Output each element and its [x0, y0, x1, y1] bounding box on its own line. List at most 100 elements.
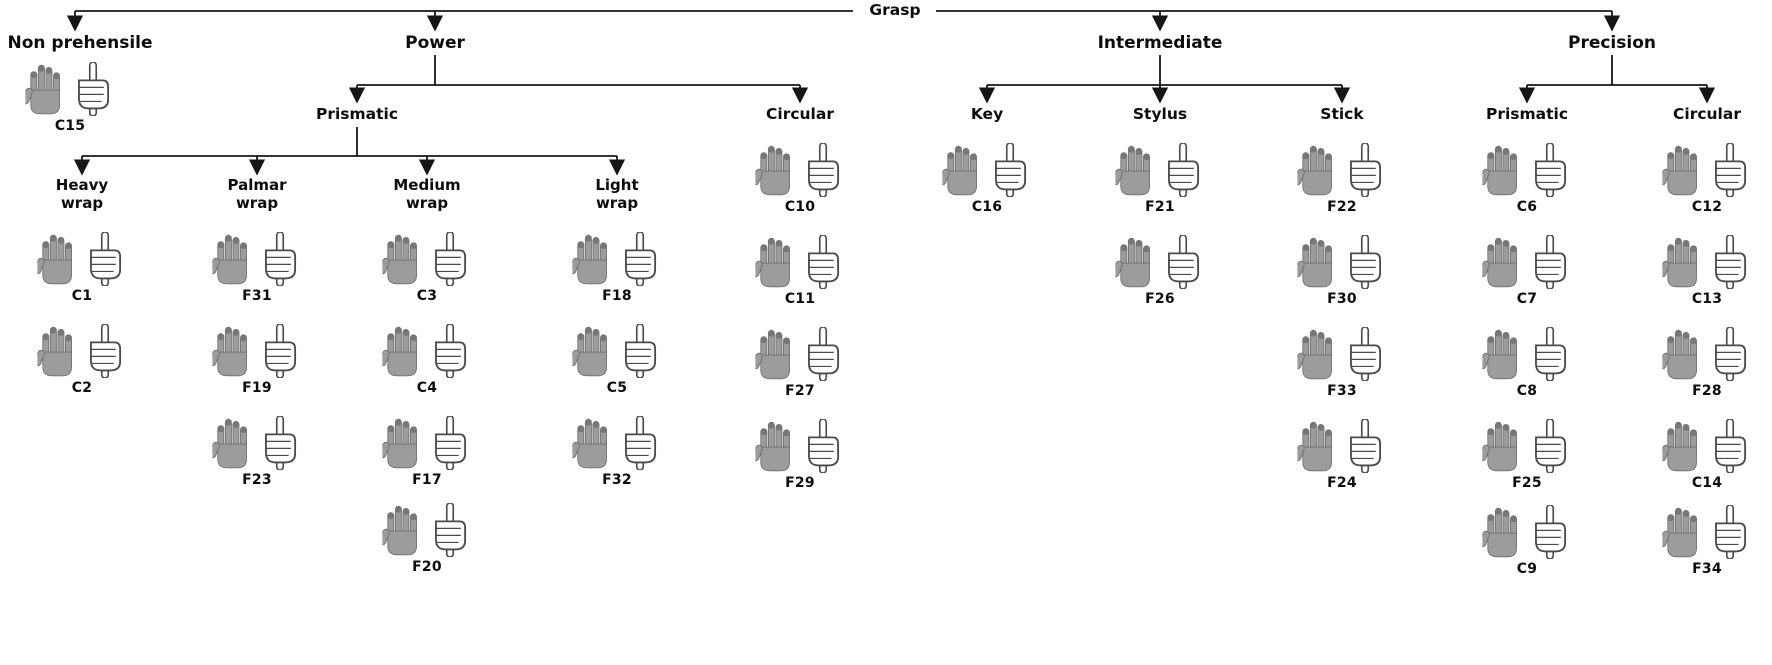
- hand-pair: [18, 62, 122, 116]
- shaded-hand-icon: [572, 416, 616, 470]
- grasping-hand-icon: [618, 416, 662, 470]
- grasp-code-label: C1: [71, 288, 93, 304]
- grasp-item: C9: [1475, 505, 1579, 577]
- grasp-item: C4: [375, 324, 479, 396]
- grasp-code-label: F26: [1145, 291, 1175, 307]
- hand-pair: [748, 235, 852, 289]
- shaded-hand-icon: [1482, 505, 1526, 559]
- hand-pair: [1475, 235, 1579, 289]
- grasp-item: C12: [1655, 143, 1759, 215]
- grasp-code-label: C14: [1691, 475, 1723, 491]
- grasp-item: F19: [205, 324, 309, 396]
- grasp-item: C5: [565, 324, 669, 396]
- grasp-item: C1: [30, 232, 134, 304]
- grasp-item: C14: [1655, 419, 1759, 491]
- subbranch-label-precision-circular: Circular: [1673, 105, 1741, 123]
- shaded-hand-icon: [572, 324, 616, 378]
- hand-pair: [205, 416, 309, 470]
- grasping-hand-icon: [1528, 505, 1572, 559]
- grasp-item: F17: [375, 416, 479, 488]
- grasp-code-label: C8: [1516, 383, 1538, 399]
- branch-label-non-prehensile: Non prehensile: [7, 33, 153, 53]
- grasp-code-label: F34: [1692, 561, 1722, 577]
- grasp-code-label: C7: [1516, 291, 1538, 307]
- grasp-code-label: F32: [602, 472, 632, 488]
- grasping-hand-icon: [1708, 419, 1752, 473]
- shaded-hand-icon: [382, 503, 426, 557]
- grasp-code-label: F18: [602, 288, 632, 304]
- hand-pair: [1475, 327, 1579, 381]
- grasping-hand-icon: [1528, 327, 1572, 381]
- shaded-hand-icon: [1297, 143, 1341, 197]
- shaded-hand-icon: [1482, 143, 1526, 197]
- grasping-hand-icon: [428, 324, 472, 378]
- grasp-item: C7: [1475, 235, 1579, 307]
- shaded-hand-icon: [212, 416, 256, 470]
- grasping-hand-icon: [1343, 327, 1387, 381]
- grasp-item: F26: [1108, 235, 1212, 307]
- grasp-code-label: C5: [606, 380, 628, 396]
- shaded-hand-icon: [1297, 419, 1341, 473]
- hand-pair: [1655, 505, 1759, 559]
- hand-pair: [375, 416, 479, 470]
- grasping-hand-icon: [801, 327, 845, 381]
- grasp-code-label: C15: [54, 118, 86, 134]
- hand-pair: [1290, 235, 1394, 289]
- hand-pair: [30, 324, 134, 378]
- shaded-hand-icon: [1482, 235, 1526, 289]
- subbranch-label-stick: Stick: [1320, 105, 1364, 123]
- shaded-hand-icon: [755, 143, 799, 197]
- hand-pair: [1655, 235, 1759, 289]
- hand-pair: [935, 143, 1039, 197]
- grasping-hand-icon: [1161, 235, 1205, 289]
- grasp-code-label: F29: [785, 475, 815, 491]
- grasp-item: F29: [748, 419, 852, 491]
- shaded-hand-icon: [212, 232, 256, 286]
- branch-label-power: Power: [405, 33, 465, 53]
- hand-pair: [1290, 143, 1394, 197]
- hand-pair: [1475, 505, 1579, 559]
- grasping-hand-icon: [428, 232, 472, 286]
- grasp-code-label: F20: [412, 559, 442, 575]
- shaded-hand-icon: [382, 324, 426, 378]
- grasping-hand-icon: [1343, 143, 1387, 197]
- grasp-code-label: C11: [784, 291, 816, 307]
- diagram-title: Grasp: [869, 1, 921, 19]
- shaded-hand-icon: [382, 416, 426, 470]
- grasping-hand-icon: [71, 62, 115, 116]
- grasp-code-label: C10: [784, 199, 816, 215]
- grasping-hand-icon: [618, 324, 662, 378]
- grasp-code-label: C6: [1516, 199, 1538, 215]
- shaded-hand-icon: [1662, 419, 1706, 473]
- wrap-label-light: Light wrap: [595, 176, 639, 212]
- grasping-hand-icon: [988, 143, 1032, 197]
- shaded-hand-icon: [1297, 327, 1341, 381]
- subbranch-label-key: Key: [970, 105, 1004, 123]
- hand-pair: [565, 324, 669, 378]
- grasp-code-label: C3: [416, 288, 438, 304]
- subbranch-label-power-circular: Circular: [766, 105, 834, 123]
- grasp-code-label: F30: [1327, 291, 1357, 307]
- grasping-hand-icon: [83, 324, 127, 378]
- hand-pair: [1290, 419, 1394, 473]
- grasping-hand-icon: [428, 416, 472, 470]
- grasping-hand-icon: [801, 143, 845, 197]
- subbranch-label-power-prismatic: Prismatic: [315, 105, 399, 123]
- shaded-hand-icon: [1662, 327, 1706, 381]
- shaded-hand-icon: [1297, 235, 1341, 289]
- hand-pair: [1655, 143, 1759, 197]
- hand-pair: [748, 143, 852, 197]
- grasping-hand-icon: [618, 232, 662, 286]
- hand-pair: [205, 324, 309, 378]
- grasping-hand-icon: [258, 324, 302, 378]
- grasp-item: C6: [1475, 143, 1579, 215]
- grasp-code-label: F28: [1692, 383, 1722, 399]
- grasp-item: F32: [565, 416, 669, 488]
- grasping-hand-icon: [258, 416, 302, 470]
- grasp-item: C2: [30, 324, 134, 396]
- shaded-hand-icon: [1482, 419, 1526, 473]
- grasp-code-label: F24: [1327, 475, 1357, 491]
- grasp-item: F21: [1108, 143, 1212, 215]
- subbranch-label-stylus: Stylus: [1132, 105, 1188, 123]
- hand-pair: [375, 324, 479, 378]
